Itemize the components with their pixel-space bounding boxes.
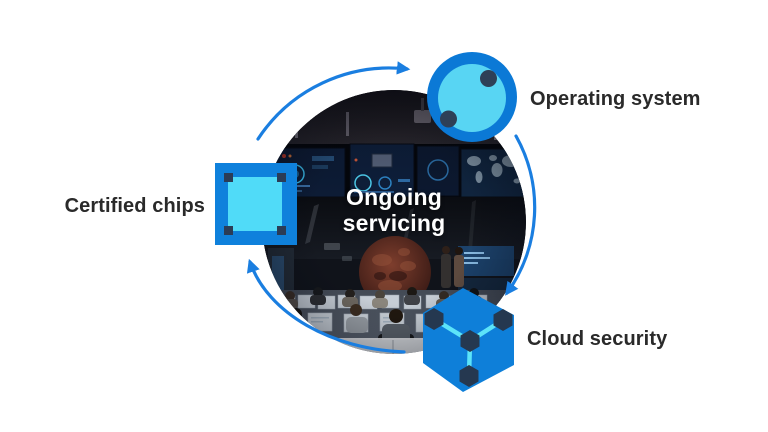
- center-label: Ongoing servicing: [262, 184, 526, 236]
- cloud-security-label: Cloud security: [527, 328, 668, 350]
- certified-chips-icon: [215, 163, 297, 245]
- cloud-security-icon: [423, 288, 514, 392]
- operating-system-label: Operating system: [530, 88, 701, 110]
- operating-system-icon: [427, 52, 517, 142]
- certified-chips-label: Certified chips: [64, 195, 205, 217]
- center-label-line2: servicing: [342, 210, 446, 236]
- center-label-line1: Ongoing: [346, 184, 442, 210]
